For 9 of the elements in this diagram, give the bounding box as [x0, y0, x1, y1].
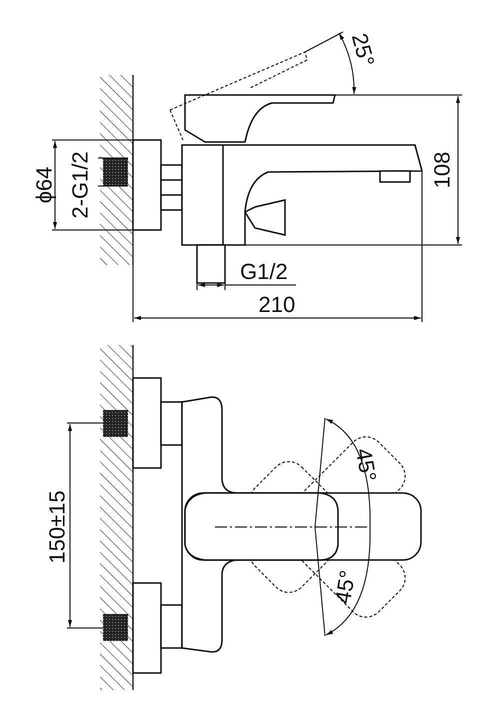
- angle-label: 25°: [347, 31, 378, 69]
- dimension-label: 210: [258, 294, 296, 316]
- dimension-label: ϕ64: [32, 166, 55, 204]
- dimension-label: G1/2: [240, 261, 288, 283]
- dimension-label: 2-G1/2: [69, 151, 92, 219]
- angle-label: 45°: [351, 446, 379, 484]
- dimension-label: 150±15: [46, 490, 68, 564]
- angle-label: 45°: [331, 568, 359, 606]
- dimension-label: 108: [430, 152, 453, 188]
